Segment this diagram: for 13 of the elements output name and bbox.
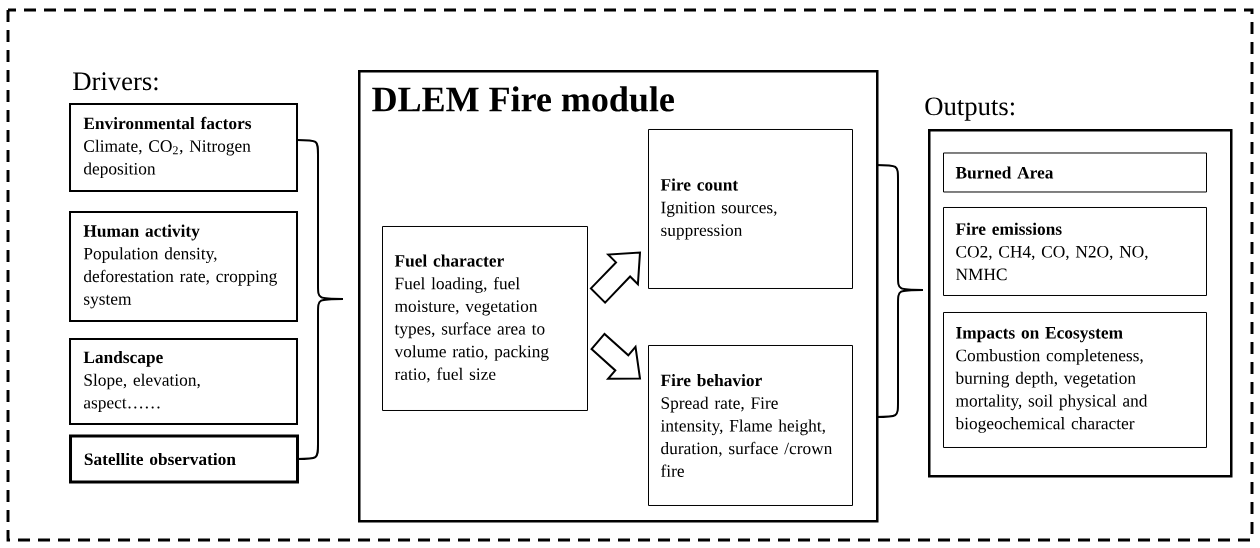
- process-box: Fuel character Fuel loading, fuel moisture, vegetation types, surface area to volume ratio, packing ratio, fuel size: [382, 226, 588, 411]
- output-box: Fire emissions CO2, CH4, CO, N2O, NO, NMHC: [943, 207, 1207, 296]
- factor-box: Human activity Population density, deforestation rate, cropping system: [69, 211, 298, 322]
- factor-box: Satellite observation: [69, 434, 299, 484]
- factor-box: Environmental factors Climate, CO$_{2}$, Nitrogen deposition: [69, 103, 298, 192]
- process-box: Fire behavior Spread rate, Fire intensity, Flame height, duration, surface /crown fire: [648, 345, 853, 506]
- process-box: Fire count Ignition sources, suppression: [648, 129, 853, 289]
- block-arrow: [590, 332, 642, 380]
- node-label: Outputs:: [925, 97, 1014, 121]
- factor-box: Landscape Slope, elevation, aspect……: [69, 338, 298, 425]
- output-box: Burned Area: [943, 152, 1207, 193]
- block-arrow: [589, 251, 642, 304]
- output-box: Impacts on Ecosystem Combustion completeness, burning depth, vegetation mortality, soil physical and biogeochemical character: [943, 312, 1207, 448]
